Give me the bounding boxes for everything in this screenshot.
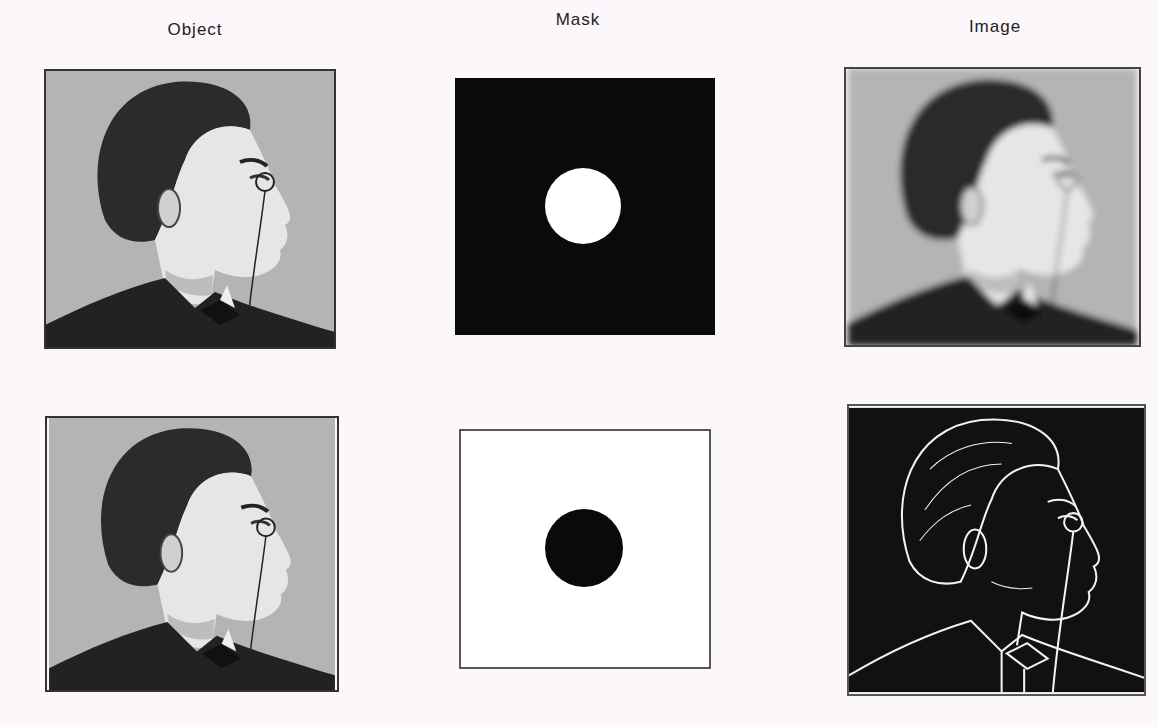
column-heading: Mask	[553, 10, 604, 30]
column-heading: Image	[966, 17, 1024, 37]
object-photo	[46, 417, 338, 691]
object-photo	[45, 70, 335, 348]
highpass-mask	[460, 430, 710, 668]
edge-image	[848, 405, 1145, 695]
blurred-image	[845, 68, 1140, 346]
lowpass-mask	[455, 78, 715, 335]
column-heading: Object	[164, 20, 225, 40]
